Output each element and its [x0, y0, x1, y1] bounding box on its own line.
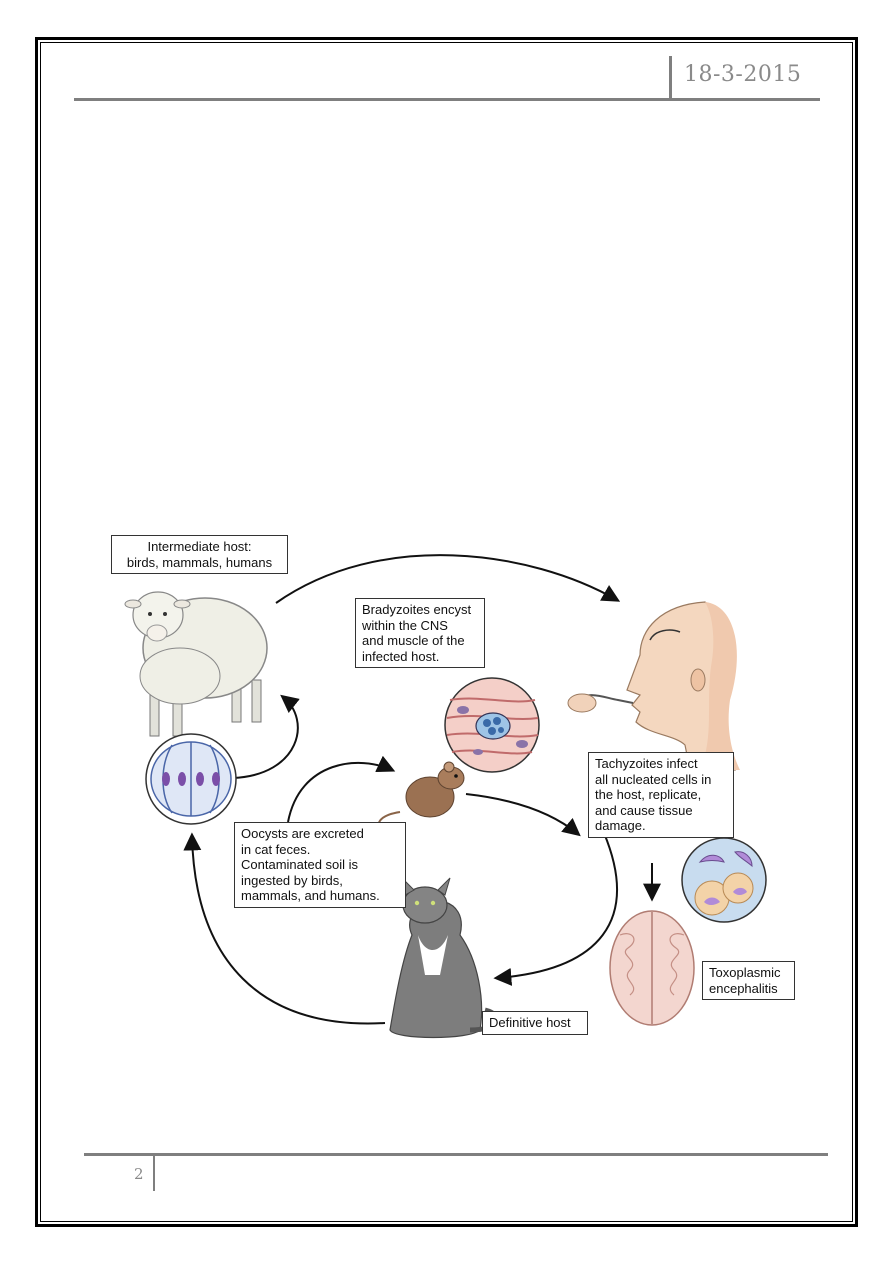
page-number: 2	[134, 1165, 144, 1183]
arrow-sheep-to-human	[275, 554, 621, 604]
arrow-cat-to-oocyst	[183, 832, 386, 1025]
header-rule	[74, 98, 820, 101]
sheep-illustration	[124, 591, 268, 737]
human-face-illustration	[567, 601, 740, 771]
header-date: 18-3-2015	[684, 62, 802, 87]
tachyzoite-cells-illustration	[681, 837, 767, 923]
oocyst-illustration	[145, 733, 237, 825]
page-border-inner	[40, 42, 853, 1222]
muscle-cyst-illustration	[444, 677, 540, 773]
label-bradyzoites: Bradyzoites encyst within the CNS and mu…	[355, 598, 485, 668]
label-oocysts: Oocysts are excreted in cat feces. Conta…	[234, 822, 406, 908]
label-intermediate-host: Intermediate host: birds, mammals, human…	[111, 535, 288, 574]
label-definitive-host: Definitive host	[482, 1011, 588, 1035]
page-border-outer	[35, 37, 858, 1227]
label-toxoplasmic-encephalitis: Toxoplasmic encephalitis	[702, 961, 795, 1000]
footer-separator	[153, 1155, 155, 1191]
arrow-oocyst-to-sheep	[232, 694, 300, 779]
mouse-illustration	[377, 761, 465, 833]
arrow-to-cat	[493, 832, 618, 986]
arrow-mouse-to-tachyzoites	[465, 793, 581, 837]
cycle-arrows	[183, 554, 661, 1025]
header-separator	[669, 56, 672, 100]
arrow-soil-to-mouse	[287, 755, 396, 823]
cat-illustration	[389, 876, 500, 1039]
label-tachyzoites: Tachyzoites infect all nucleated cells i…	[588, 752, 734, 838]
footer-rule	[84, 1153, 828, 1156]
brain-illustration	[609, 910, 695, 1026]
